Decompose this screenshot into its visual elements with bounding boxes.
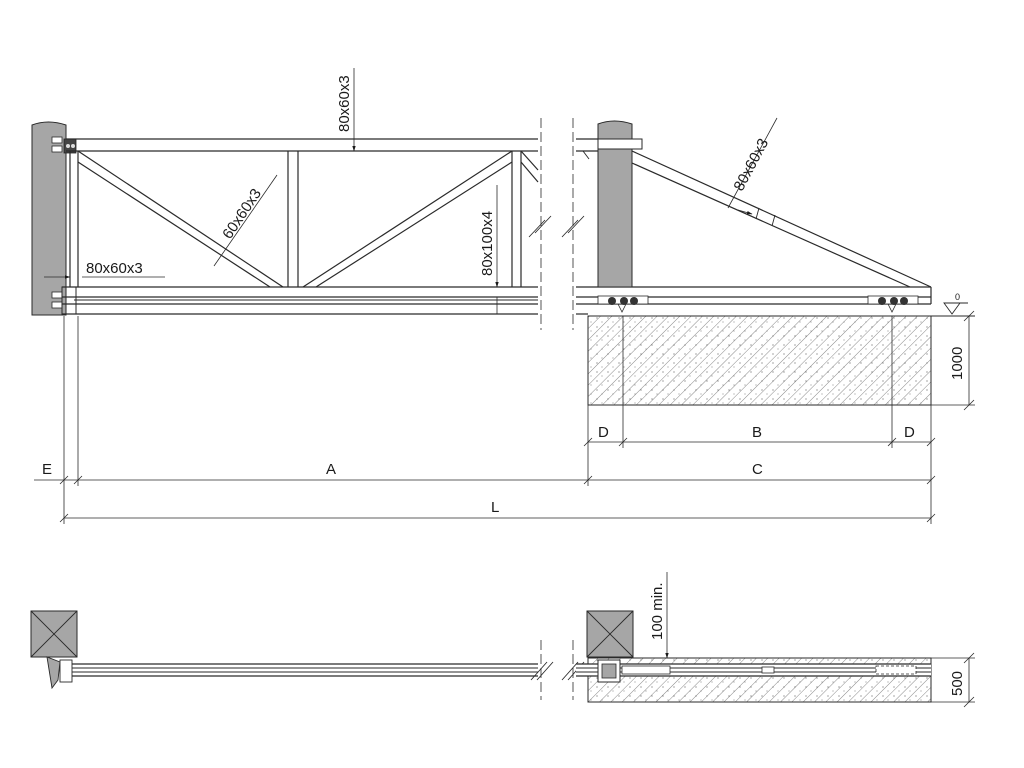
- extension-lines: [63, 316, 932, 524]
- dim-foundation-width: 500: [931, 652, 975, 708]
- dim-c-label: C: [752, 461, 763, 478]
- plan-gate-left: [72, 663, 538, 677]
- roller-carriage-1: [597, 295, 649, 313]
- foundation-elevation: [587, 315, 932, 406]
- diagonal-profile-label: 60x60x3: [219, 186, 265, 243]
- tail-brace-profile-label: 80x60x3: [731, 136, 773, 194]
- level-mark: 0: [955, 292, 960, 302]
- left-frame-profile-label: 80x60x3: [86, 260, 143, 277]
- dim-foundation-depth: 1000: [931, 310, 975, 411]
- dim-l: L: [59, 499, 936, 523]
- dim-l-label: L: [491, 499, 499, 516]
- top-rail: [66, 138, 538, 152]
- min-offset-label: 100 min.: [649, 582, 666, 640]
- bottom-beam-left: [61, 286, 538, 315]
- bottom-beam-profile-label: 80x100x4: [479, 211, 496, 276]
- gate-left-frame: [69, 151, 79, 287]
- callout-tail-brace: 80x60x3: [727, 117, 778, 215]
- top-rail-right: [576, 138, 598, 160]
- gate-catch: [63, 138, 77, 154]
- dim-a-label: A: [326, 461, 336, 478]
- roller-carriage-2: [867, 295, 919, 313]
- gate-diagonals: [77, 150, 539, 288]
- right-post: [597, 120, 643, 288]
- dim-min-offset: 100 min.: [649, 572, 669, 659]
- dim-d-right-label: D: [904, 424, 915, 441]
- tail-brace: [631, 150, 932, 288]
- callout-top-rail: 80x60x3: [336, 68, 356, 152]
- dim-e-a-c: E A C: [34, 461, 936, 485]
- left-post: [31, 121, 67, 316]
- dim-b-label: B: [752, 424, 762, 441]
- dim-e-label: E: [42, 461, 52, 478]
- gate-vertical-members: [287, 151, 522, 287]
- callout-bottom-beam: 80x100x4: [479, 185, 499, 314]
- top-rail-profile-label: 80x60x3: [336, 75, 353, 132]
- dim-500-label: 500: [949, 671, 966, 696]
- dim-1000-label: 1000: [949, 347, 966, 380]
- plan-left-post: [30, 610, 78, 690]
- dim-d-left-label: D: [598, 424, 609, 441]
- callout-diagonal: 60x60x3: [213, 174, 278, 267]
- break-lines: [528, 118, 585, 330]
- ground-level-marker: 0: [931, 292, 975, 317]
- plan-right-post: [586, 610, 634, 658]
- dim-d-b-d: D B D: [583, 424, 936, 447]
- callout-left-frame: 80x60x3: [44, 260, 165, 279]
- plan-gate-right: [576, 659, 931, 683]
